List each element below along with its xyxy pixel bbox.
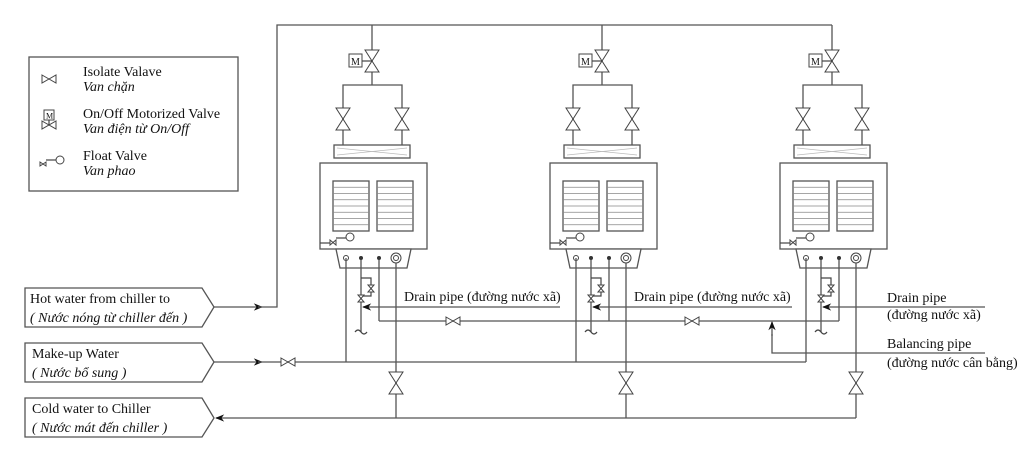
legend-sublabel-motorized: Van điện từ On/Off	[83, 122, 191, 137]
hot-water-tag: Hot water from chiller to ( Nước nóng từ…	[24, 287, 215, 328]
float-valve	[559, 238, 567, 247]
cold-water-tag: Cold water to Chiller ( Nước mát đến chi…	[24, 397, 215, 438]
motor-letter: M	[581, 57, 590, 68]
balancing-pipe-sublabel: (đường nước cân bằng)	[887, 356, 1018, 371]
hot-water-pipe	[214, 24, 832, 311]
tower-basin	[565, 248, 642, 269]
motorized-valve-icon: M	[41, 109, 57, 130]
drain-pipe-label-2: Drain pipe (đường nước xã)	[634, 290, 791, 305]
cold-water-label: Cold water to Chiller	[32, 402, 151, 417]
outlet-valve	[618, 371, 634, 395]
legend-box	[28, 56, 239, 192]
cold-water-sublabel: ( Nước mát đến chiller )	[32, 421, 168, 436]
branch-valve-right	[624, 107, 640, 131]
hot-water-label: Hot water from chiller to	[30, 292, 170, 307]
cooling-tower-2: M	[549, 25, 658, 418]
legend: Isolate Valave Van chặn M On/Off Motoriz…	[28, 56, 239, 192]
legend-sublabel-isolate: Van chặn	[83, 80, 135, 95]
drain-pipe-label-right: Drain pipe	[887, 291, 946, 306]
isolate-valve-icon	[41, 74, 57, 84]
float-valve-icon	[39, 155, 65, 167]
cooling-tower-3: M	[779, 25, 888, 418]
makeup-water-tag: Make-up Water ( Nước bổ sung )	[24, 342, 215, 383]
drain-pipe-label-1: Drain pipe (đường nước xã)	[404, 290, 561, 305]
float-valve	[329, 238, 337, 247]
branch-valve-right	[854, 107, 870, 131]
legend-sublabel-float: Van phao	[83, 164, 136, 179]
makeup-water-label: Make-up Water	[32, 347, 119, 362]
motor-letter: M	[811, 57, 820, 68]
branch-valve-right	[394, 107, 410, 131]
svg-text:M: M	[46, 112, 53, 121]
makeup-water-pipe	[214, 357, 806, 367]
tower-basin	[795, 248, 872, 269]
makeup-isolate-valve	[280, 357, 296, 367]
legend-label-float: Float Valve	[83, 149, 147, 164]
balancing-valve-1	[445, 316, 461, 326]
branch-valve-left	[335, 107, 351, 131]
float-valve	[789, 238, 797, 247]
legend-label-motorized: On/Off Motorized Valve	[83, 107, 220, 122]
motor-letter: M	[351, 57, 360, 68]
hot-water-sublabel: ( Nước nóng từ chiller đến )	[30, 311, 188, 326]
drain-pipe-sublabel-right: (đường nước xã)	[887, 308, 981, 323]
cooling-tower-1: M	[319, 25, 428, 418]
outlet-valve	[848, 371, 864, 395]
branch-valve-left	[565, 107, 581, 131]
outlet-valve	[388, 371, 404, 395]
branch-valve-left	[795, 107, 811, 131]
balancing-valve-2	[684, 316, 700, 326]
makeup-water-sublabel: ( Nước bổ sung )	[32, 366, 127, 381]
balancing-pipe-label: Balancing pipe	[887, 337, 971, 352]
legend-label-isolate: Isolate Valave	[83, 65, 162, 80]
tower-basin	[335, 248, 412, 269]
